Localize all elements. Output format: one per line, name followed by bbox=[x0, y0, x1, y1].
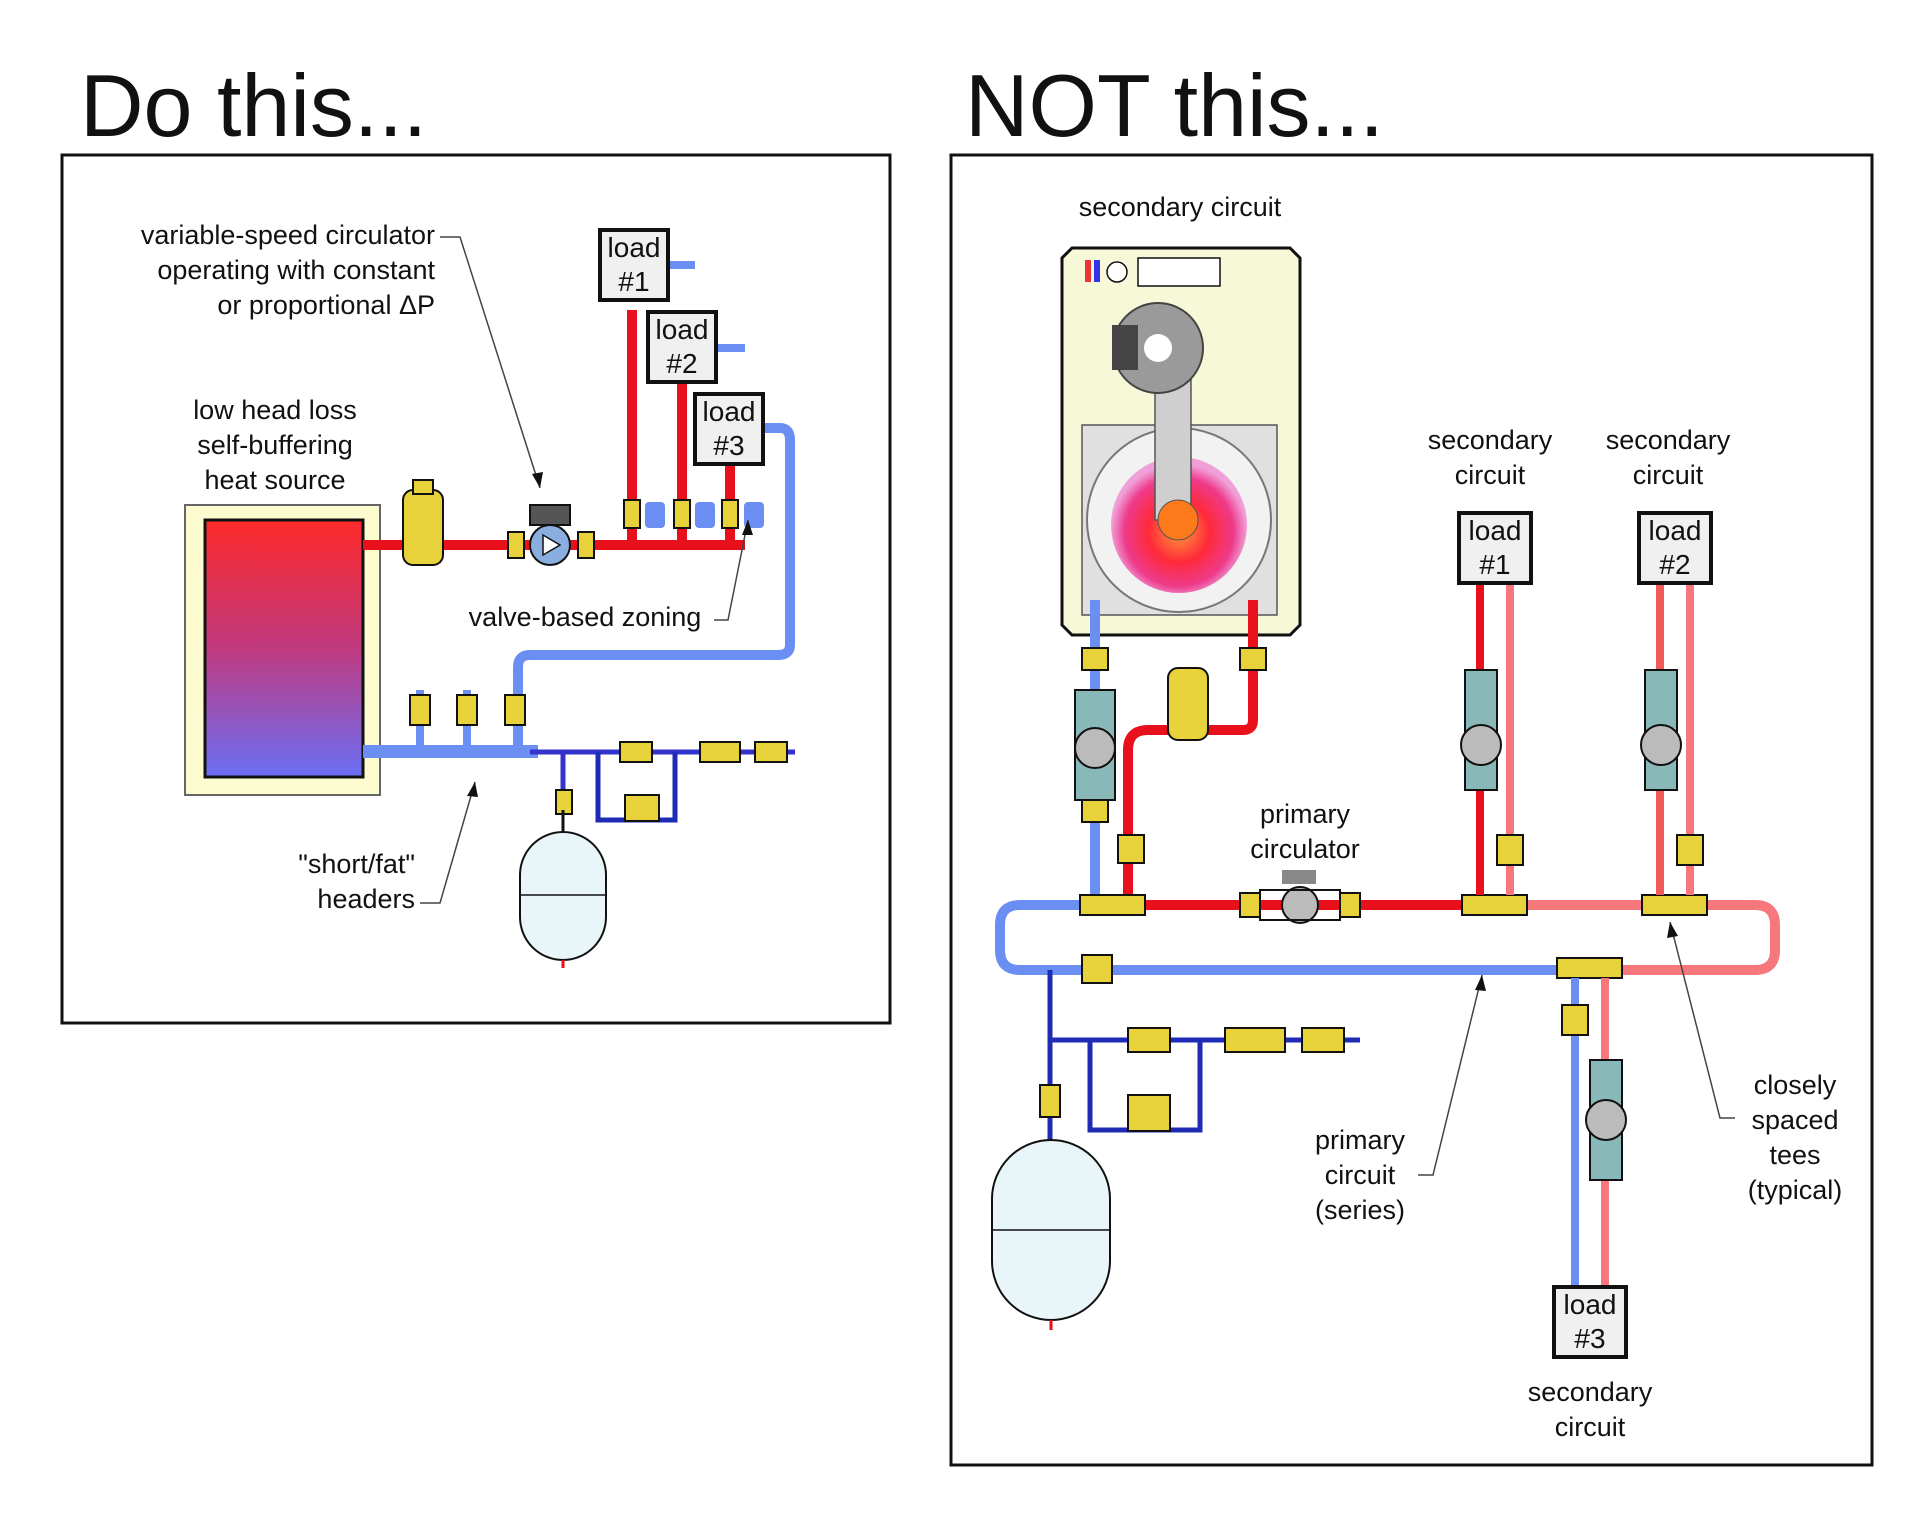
load-2-box: load #2 bbox=[646, 310, 718, 384]
heat-source-label: low head loss self-buffering heat source bbox=[193, 395, 357, 495]
load-3-box: load #3 bbox=[693, 392, 765, 466]
air-separator-icon bbox=[1167, 667, 1209, 741]
right-load-2-box: load #2 bbox=[1637, 511, 1713, 585]
right-load-3-box: load #3 bbox=[1552, 1285, 1628, 1359]
load-1-box: load #1 bbox=[598, 228, 670, 302]
right-system bbox=[991, 246, 1780, 1330]
pump-icon bbox=[1239, 870, 1361, 924]
pump-icon bbox=[507, 504, 595, 566]
secondary-2-label: secondary circuit bbox=[1605, 425, 1731, 490]
boiler-secondary-label: secondary circuit bbox=[1078, 192, 1282, 222]
heat-source-tank bbox=[203, 518, 365, 779]
valve-icon bbox=[623, 499, 764, 529]
return-header bbox=[363, 745, 538, 758]
secondary-1-label: secondary circuit bbox=[1427, 425, 1553, 490]
expansion-tank-icon bbox=[519, 810, 607, 968]
tees-label: closely spaced tees (typical) bbox=[1747, 1070, 1843, 1205]
pump-icon bbox=[1585, 1059, 1627, 1181]
right-panel-frame bbox=[949, 153, 1874, 1467]
left-system bbox=[184, 236, 795, 968]
air-separator-icon bbox=[402, 479, 444, 566]
expansion-tank-icon bbox=[991, 1139, 1111, 1330]
left-panel-frame bbox=[60, 153, 892, 1025]
pump-icon bbox=[1074, 689, 1116, 823]
boiler-icon bbox=[1060, 246, 1302, 637]
primary-circulator-label: primary circulator bbox=[1250, 799, 1360, 864]
return-valves bbox=[409, 694, 788, 822]
right-load-1-box: load #1 bbox=[1457, 511, 1533, 585]
zoning-label: valve-based zoning bbox=[468, 602, 702, 632]
right-heading: NOT this... bbox=[965, 56, 1384, 155]
primary-circuit-label: primary circuit (series) bbox=[1314, 1125, 1405, 1225]
secondary-3-label: secondary circuit bbox=[1527, 1377, 1653, 1442]
pump-icon bbox=[1460, 669, 1682, 791]
left-heading: Do this... bbox=[80, 56, 428, 155]
headers-label: "short/fat" headers bbox=[298, 849, 415, 914]
circulator-label: variable-speed circulator operating with… bbox=[140, 220, 435, 320]
